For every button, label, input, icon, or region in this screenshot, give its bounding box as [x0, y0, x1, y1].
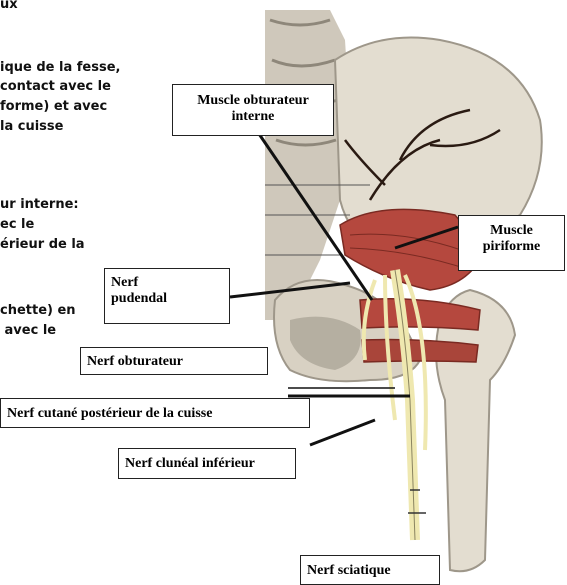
label-nerf-pudendal: Nerf pudendal	[104, 268, 230, 324]
sacrum	[265, 10, 350, 320]
label-muscle-piriforme: Muscle piriforme	[458, 215, 565, 271]
label-nerf-sciatique: Nerf sciatique	[300, 555, 440, 585]
label-nerf-cluneal-inferieur: Nerf clunéal inférieur	[118, 448, 296, 479]
body-text-line: ux	[0, 0, 18, 14]
body-text-line: avec le	[0, 322, 56, 340]
pointer-cluneal	[310, 420, 375, 445]
label-nerf-cutane-posterieur: Nerf cutané postérieur de la cuisse	[0, 398, 310, 428]
body-text-line: ec le	[0, 216, 34, 234]
body-text-line: ur interne:	[0, 196, 79, 214]
label-nerf-obturateur: Nerf obturateur	[80, 347, 268, 375]
body-text-line: chette) en	[0, 302, 76, 320]
body-text-line: érieur de la	[0, 236, 85, 254]
femur	[436, 290, 515, 571]
body-text-line: ique de la fesse,	[0, 59, 120, 77]
body-text-line: la cuisse	[0, 118, 63, 136]
body-text-line: forme) et avec	[0, 98, 107, 116]
body-text-line: contact avec le	[0, 78, 111, 96]
quadratus-muscle	[362, 340, 478, 362]
label-muscle-obturateur-interne: Muscle obturateur interne	[172, 84, 334, 136]
